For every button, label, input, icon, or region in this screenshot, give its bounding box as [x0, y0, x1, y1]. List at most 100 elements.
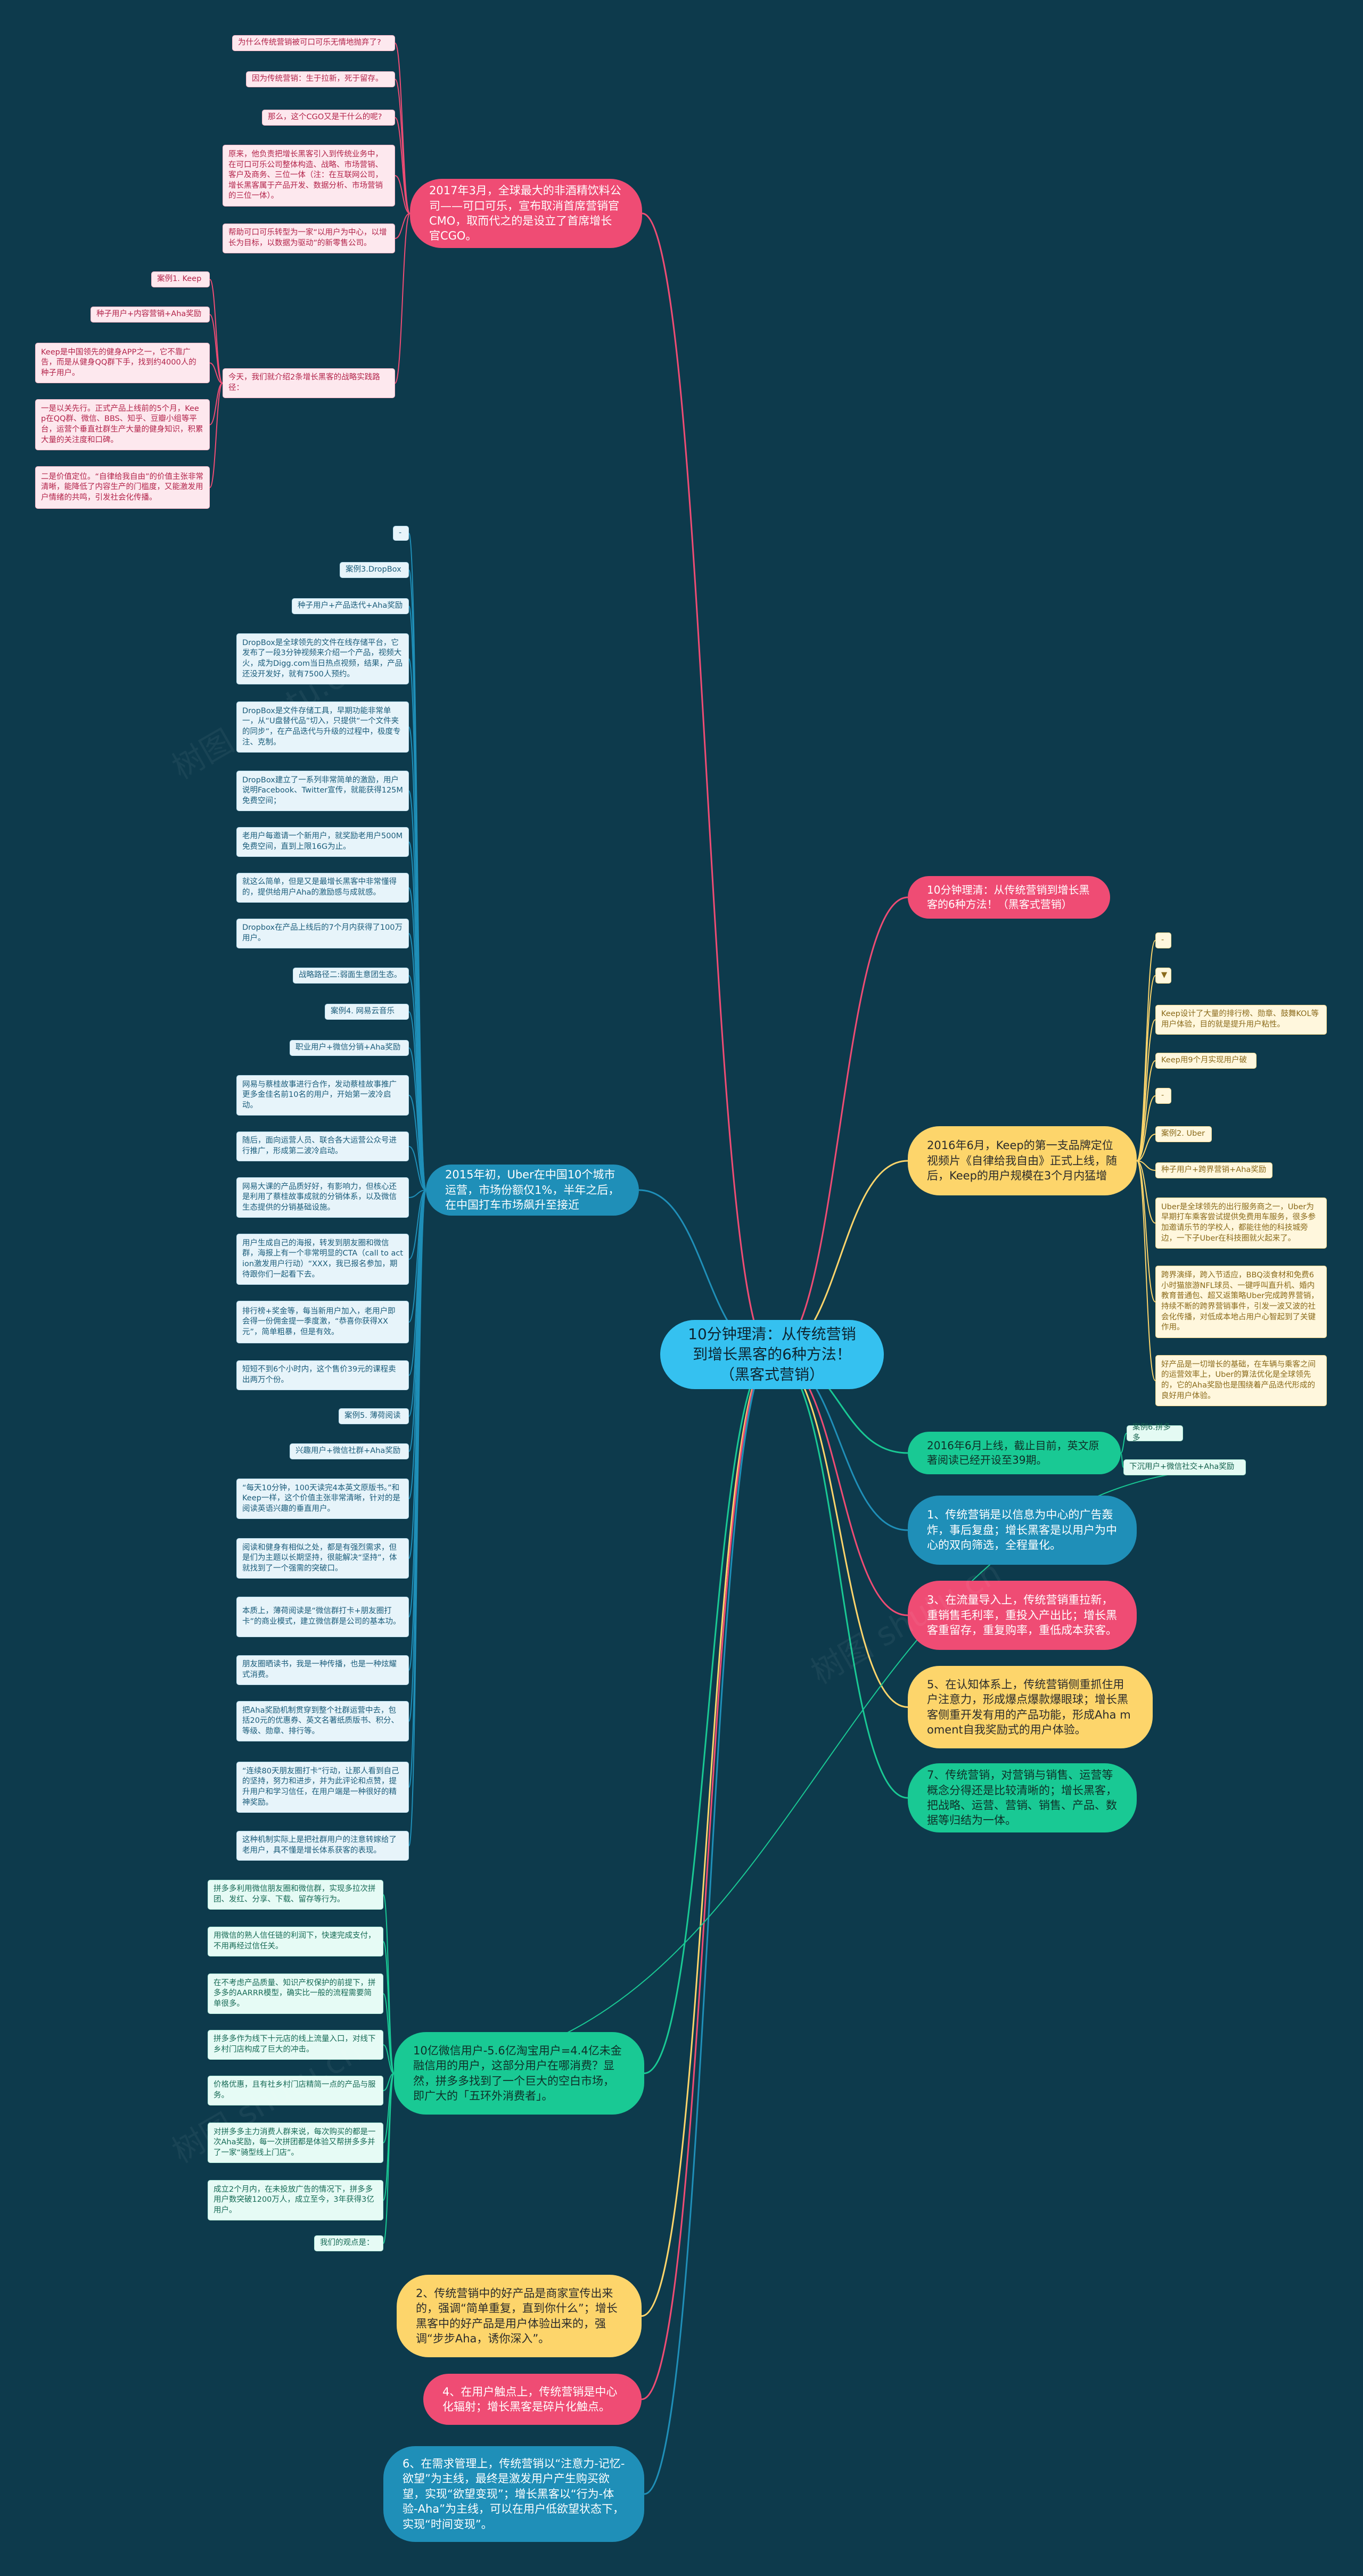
leaf-uber-intro[interactable]: Uber是全球领先的出行服务商之一，Uber为早期打车乘客尝试提供免费用车服务，…	[1155, 1198, 1327, 1249]
leaf-netease-4[interactable]: 用户生成自己的海报，转发到朋友圈和微信群，海报上有一个非常明显的CTA（call…	[236, 1234, 409, 1285]
leaf-bohe-2[interactable]: 阅读和健身有相似之处，都是有强烈需求，但是们为主题以长期坚持，很能解决“坚持”，…	[236, 1538, 409, 1579]
connector-line	[383, 2073, 395, 2244]
leaf-case1[interactable]: 案例1. Keep	[151, 271, 210, 287]
leaf-keep-ranking[interactable]: Keep设计了大量的排行榜、勋章、鼓舞KOL等用户体验，目的就是提升用户粘性。	[1155, 1005, 1327, 1035]
leaf-bohe-1[interactable]: “每天10分钟，100天读完4本英文原版书。”和Keep一样，这个价值主张非常清…	[236, 1479, 409, 1519]
leaf-bohe-7[interactable]: 这种机制实际上是把社群用户的注意转嫁给了老用户，具不懂是增长体系获客的表现。	[236, 1831, 409, 1861]
connector-line	[383, 1993, 395, 2074]
connector-line	[395, 175, 410, 214]
branch-point-7[interactable]: 7、传统营销，对营销与销售、运营等概念分得还是比较清晰的；增长黑客，把战略、运营…	[908, 1763, 1137, 1832]
leaf-dropbox-5[interactable]: 就这么简单，但是又是最增长黑客中非常懂得的，提供给用户Aha的激励感与成就感。	[236, 873, 409, 903]
leaf-dropbox-2[interactable]: DropBox是文件存储工具，早期功能非常单一，从“U盘替代品”切入，只提供“一…	[236, 701, 409, 753]
leaf-keep-formula[interactable]: 种子用户+内容营销+Aha奖励	[91, 307, 210, 323]
leaf-case4[interactable]: 案例4. 网易云音乐	[325, 1004, 409, 1020]
leaf-keep-9months[interactable]: Keep用9个月实现用户破	[1155, 1053, 1257, 1069]
branch-pinduoduo[interactable]: 10亿微信用户-5.6亿淘宝用户=4.4亿未金融信用的用户，这部分用户在哪消费？…	[394, 2032, 644, 2115]
leaf-case6[interactable]: 案例6.拼多多	[1127, 1423, 1183, 1442]
leaf-case5[interactable]: 案例5. 薄荷阅读	[339, 1408, 409, 1424]
leaf-dropbox-6[interactable]: Dropbox在产品上线后的7个月内获得了100万用户。	[236, 919, 409, 948]
connector-line	[408, 1146, 426, 1191]
leaf-strategy-2[interactable]: 战略路径二:弱面生意团生态。	[293, 968, 409, 984]
leaf-case2[interactable]: 案例2. Uber	[1155, 1126, 1212, 1142]
connector-line	[644, 1353, 773, 2074]
leaf-dropbox-3[interactable]: DropBox建立了一系列非常简单的激励，用户说明Facebook、Twitte…	[236, 771, 409, 811]
leaf-netease-formula[interactable]: 职业用户+微信分销+Aha奖励	[290, 1040, 409, 1056]
leaf-keep-second[interactable]: 二是价值定位。“自律给我自由”的价值主张非常清晰，能降低了内容生产的门槛度，又能…	[35, 466, 210, 509]
connector-line	[383, 2073, 395, 2201]
connector-line	[1136, 1134, 1156, 1161]
branch-cgo[interactable]: 2017年3月，全球最大的非酒精饮料公司——可口可乐，宣布取消首席营销官CMO，…	[410, 179, 642, 248]
leaf-pdd-3[interactable]: 在不考虑产品质量、知识产权保护的前提下，拼多多的AARRR模型，确实比一般的流程…	[208, 1974, 383, 2014]
root-topic[interactable]: 10分钟理清：从传统营销到增长黑客的6种方法！（黑客式营销）	[660, 1320, 884, 1389]
leaf-keep-first[interactable]: 一是以关先行。正式产品上线前的5个月，Keep在QQ群、微信、BBS、知乎、豆瓣…	[35, 399, 210, 450]
leaf-dropbox-1[interactable]: DropBox是全球领先的文件在线存储平台，它发布了一段3分钟视频来介绍一个产品…	[236, 633, 409, 684]
leaf-bohe-6[interactable]: “连续80天朋友圈打卡”行动，让那人看到自己的坚持，努力和进步，并为此评论和点赞…	[236, 1762, 409, 1813]
leaf-dropbox-formula[interactable]: 种子用户+产品迭代+Aha奖励	[292, 598, 409, 614]
connector-line	[395, 213, 410, 239]
leaf-bohe-formula[interactable]: 兴趣用户+微信社群+Aha奖励	[290, 1443, 409, 1459]
leaf-uber-product[interactable]: 好产品是一切增长的基础，在车辆与乘客之间的运营效率上，Uber的算法优化是全球领…	[1155, 1355, 1327, 1406]
connector-line	[1136, 1160, 1156, 1224]
connector-line	[408, 1190, 426, 1198]
leaf-keep-arrow[interactable]: ▼	[1155, 968, 1171, 984]
leaf-bohe-4[interactable]: 朋友圈晒读书，我是一种传播，也是一种炫耀式消费。	[236, 1655, 409, 1685]
connector-line	[209, 383, 223, 425]
leaf-pdd-2[interactable]: 用微信的熟人信任链的利润下，快速完成支付，不用再经过信任关。	[208, 1927, 383, 1956]
leaf-pdd-formula[interactable]: 下沉用户+微信社交+Aha奖励	[1123, 1459, 1246, 1475]
connector-line	[644, 1353, 773, 2495]
connector-line	[209, 314, 223, 384]
connector-line	[1120, 1452, 1124, 1468]
leaf-pdd-5[interactable]: 价格优惠，且有社乡村门店精简一点的产品与服务。	[208, 2076, 383, 2106]
branch-point-4[interactable]: 4、在用户触点上，传统营销是中心化辐射；增长黑客是碎片化触点。	[423, 2374, 642, 2425]
leaf-pdd-4[interactable]: 拼多多作为线下十元店的线上流量入口，对线下乡村门店构成了巨大的冲击。	[208, 2030, 383, 2060]
connector-line	[209, 279, 223, 384]
leaf-netease-5[interactable]: 排行榜+奖金等，每当新用户加入，老用户即会得一份佣金提一季度激，“恭喜你获得XX…	[236, 1301, 409, 1343]
connector-line	[209, 383, 223, 488]
leaf-case3[interactable]: 案例3.DropBox	[340, 562, 409, 578]
leaf-dash-1[interactable]: -	[393, 526, 409, 541]
connector-line	[209, 362, 223, 384]
leaf-cgo-2[interactable]: 因为传统营销：生于拉新，死于留存。	[246, 71, 395, 87]
leaf-keep-intro[interactable]: Keep是中国领先的健身APP之一，它不靠广告，而是从健身QQ群下手，找到约40…	[35, 343, 210, 383]
branch-summary-title[interactable]: 10分钟理清：从传统营销到增长黑客的6种方法！（黑客式营销）	[908, 876, 1110, 919]
leaf-pdd-6[interactable]: 对拼多多主力消费人群来说，每次购买的都是一次Aha奖励，每一次拼团都是体验又帮拼…	[208, 2123, 383, 2163]
branch-point-2[interactable]: 2、传统营销中的好产品是商家宣传出来的，强调“简单重复，直到你什么”；增长黑客中…	[397, 2275, 642, 2357]
leaf-pdd-1[interactable]: 拼多多利用微信朋友圈和微信群，实现多拉次拼团、发红、分享、下载、留存等行为。	[208, 1880, 383, 1910]
connector-line	[395, 117, 410, 214]
connector-line	[1136, 1019, 1156, 1161]
leaf-uber-crossover[interactable]: 跨界演绎，跨入节适应，BBQ淡食材和免费6小时猫旅游NFL球员、一键呼叫直升机、…	[1155, 1266, 1327, 1338]
branch-uber-china[interactable]: 2015年初，Uber在中国10个城市运营，市场份额仅1%，半年之后，在中国打车…	[426, 1165, 639, 1216]
connector-line	[408, 1190, 426, 1260]
connector-line	[383, 1941, 395, 2074]
leaf-pdd-7[interactable]: 成立2个月内，在未投放广告的情况下，拼多多用户数突破1200万人，成立至今，3年…	[208, 2180, 383, 2220]
connector-line	[641, 1353, 773, 2317]
leaf-keep-dash-2[interactable]: -	[1155, 1088, 1171, 1104]
leaf-dropbox-4[interactable]: 老用户每邀请一个新用户，就奖励老用户500M免费空间，直到上限16G为止。	[236, 827, 409, 857]
leaf-cgo-5[interactable]: 帮助可口可乐转型为一家“以用户为中心，以增长为目标，以数据为驱动”的新零售公司。	[223, 224, 395, 253]
branch-point-1[interactable]: 1、传统营销是以信息为中心的广告轰炸，事后复盘；增长黑客是以用户为中心的双向筛选…	[908, 1496, 1137, 1565]
branch-point-5[interactable]: 5、在认知体系上，传统营销侧重抓住用户注意力，形成爆点爆款爆眼球；增长黑客侧重开…	[908, 1666, 1153, 1748]
leaf-netease-1[interactable]: 网易与蔡桂故事进行合作，发动蔡桂故事推广更多金佳名前10名的用户，开始第一波冷启…	[236, 1075, 409, 1116]
leaf-bohe-3[interactable]: 本质上，薄荷阅读是“微信群打卡+朋友圈打卡”的商业模式，建立微信群是公司的基本功…	[236, 1597, 409, 1637]
leaf-netease-3[interactable]: 网易大课的产品质好好，有影响力，但核心还是利用了蔡桂故事成就的分销体系，以及微信…	[236, 1177, 409, 1218]
branch-point-6[interactable]: 6、在需求管理上，传统营销以“注意力-记忆-欲望”为主线，最终是激发用户产生购买…	[383, 2446, 644, 2542]
connector-line	[1136, 1060, 1156, 1161]
connector-line	[395, 43, 410, 214]
leaf-keep-dash-1[interactable]: -	[1155, 932, 1171, 948]
leaf-bohe-5[interactable]: 把Aha奖励机制贯穿到整个社群运营中去，包括20元的优惠券、英文名著纸质版书、积…	[236, 1701, 409, 1741]
branch-keep-video[interactable]: 2016年6月，Keep的第一支品牌定位视频片《自律给我自由》正式上线，随后，K…	[908, 1126, 1137, 1195]
leaf-cgo-1[interactable]: 为什么传统营销被可口可乐无情地抛弃了?	[232, 35, 395, 51]
leaf-netease-2[interactable]: 随后，面向运营人员、联合各大运营公众号进行推广，形成第二波冷启动。	[236, 1132, 409, 1161]
connector-line	[1120, 1433, 1127, 1454]
branch-point-3[interactable]: 3、在流量导入上，传统营销重拉新，重销售毛利率，重投入产出比；增长黑客重留存，重…	[908, 1581, 1137, 1650]
connector-line	[408, 1190, 426, 1846]
leaf-today[interactable]: 今天，我们就介绍2条增长黑客的战略实践路径：	[223, 368, 395, 398]
leaf-cgo-4[interactable]: 原来，他负责把增长黑客引入到传统业务中，在可口可乐公司整体构造、战略、市场营销、…	[223, 145, 395, 207]
connector-line	[642, 212, 773, 1356]
leaf-uber-formula[interactable]: 种子用户+跨界营销+Aha奖励	[1155, 1162, 1272, 1178]
leaf-netease-6[interactable]: 短短不到6个小时内，这个售价39元的课程卖出两万个份。	[236, 1360, 409, 1390]
leaf-cgo-3[interactable]: 那么，这个CGO又是干什么的呢?	[262, 110, 395, 126]
branch-reading-launch[interactable]: 2016年6月上线，截止目前，英文原著阅读已经开设至39期。	[908, 1432, 1121, 1474]
connector-line	[383, 2044, 395, 2074]
leaf-pdd-8[interactable]: 我们的观点是：	[314, 2235, 383, 2251]
